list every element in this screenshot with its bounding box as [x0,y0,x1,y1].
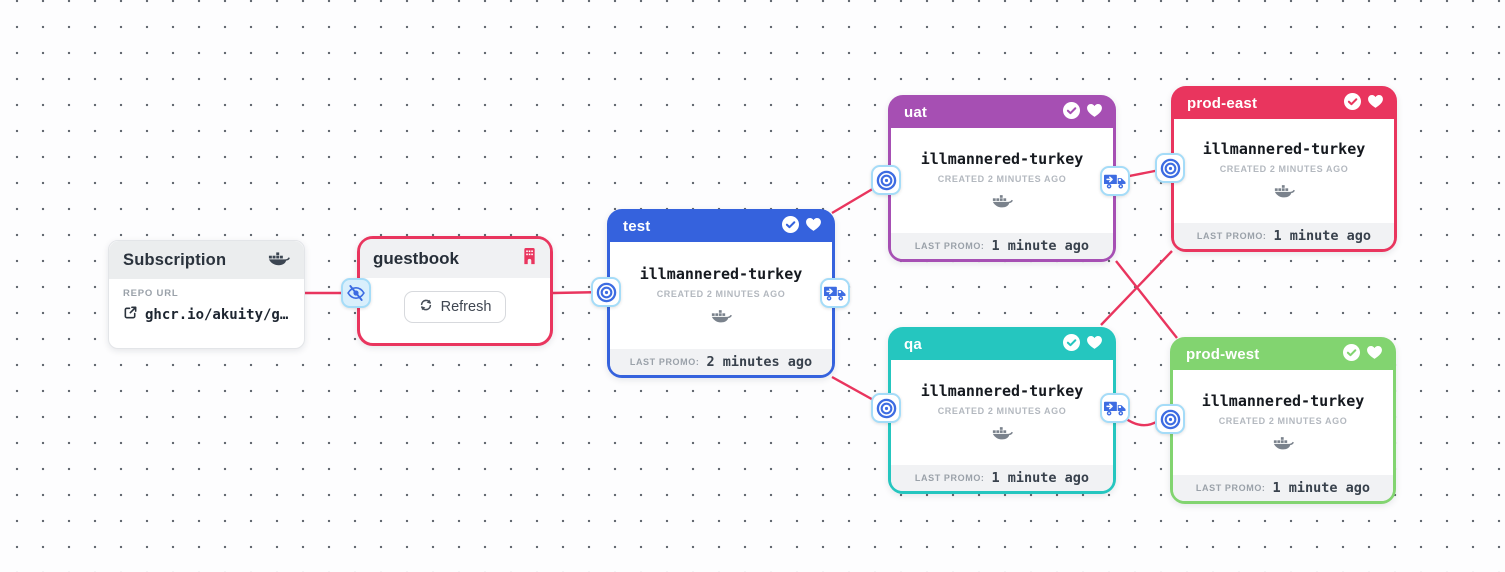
freight-summary: illmannered-turkey CREATED 2 MINUTES AGO [1174,118,1394,223]
subscription-hidden-eye-slash-icon[interactable] [341,278,371,308]
warehouse-building-icon [522,247,537,270]
docker-icon [992,193,1013,213]
stage-node-qa[interactable]: qa illmannered-turkey CREATED 2 MINUTES … [888,327,1116,494]
freight-summary: illmannered-turkey CREATED 2 MINUTES AGO [610,241,832,349]
stage-title: test [623,218,651,235]
refresh-button-label: Refresh [440,299,492,315]
last-promo-label: LAST PROMO: [629,357,700,367]
freight-target-icon[interactable] [1155,153,1185,183]
freight-name: illmannered-turkey [1202,140,1366,158]
warehouse-node-guestbook[interactable]: guestbook Refresh [357,236,553,346]
docker-icon [711,308,732,328]
last-promo-label: LAST PROMO: [1196,231,1267,241]
freight-summary: illmannered-turkey CREATED 2 MINUTES AGO [891,127,1113,233]
freight-target-icon[interactable] [1155,404,1185,434]
favorite-heart-icon[interactable] [805,216,822,237]
subscription-body: REPO URL ghcr.io/akuity/g… [109,279,304,325]
verified-check-icon [1344,92,1361,115]
docker-icon [1274,183,1295,203]
external-link-icon [123,305,138,325]
repo-url-value: ghcr.io/akuity/g… [145,307,289,323]
freight-name: illmannered-turkey [920,149,1084,168]
stage-header: prod-west [1172,339,1394,370]
last-promo-label: LAST PROMO: [914,473,985,483]
last-promo-label: LAST PROMO: [914,241,985,251]
freight-created-text: CREATED 2 MINUTES AGO [1219,164,1349,174]
favorite-heart-icon[interactable] [1367,93,1384,114]
last-promo-bar: LAST PROMO: 1 minute ago [1173,475,1393,501]
subscription-node[interactable]: Subscription REPO URL ghcr.io/akuity/g… [108,240,305,349]
stage-node-prod-east[interactable]: prod-east illmannered-turkey CREATED 2 M… [1171,86,1397,252]
promote-truck-icon[interactable] [820,278,850,308]
freight-summary: illmannered-turkey CREATED 2 MINUTES AGO [891,359,1113,465]
freight-created-text: CREATED 2 MINUTES AGO [656,288,786,299]
stage-title: uat [904,104,928,121]
stage-title: prod-east [1187,95,1258,112]
freight-target-icon[interactable] [591,277,621,307]
last-promo-bar: LAST PROMO: 1 minute ago [1174,223,1394,249]
edge-prodeast-qa [1100,250,1173,326]
freight-created-text: CREATED 2 MINUTES AGO [1218,415,1348,426]
warehouse-body: Refresh [360,278,550,336]
refresh-button[interactable]: Refresh [403,291,507,323]
repo-url-label: REPO URL [123,288,179,299]
last-promo-value: 1 minute ago [1273,228,1372,244]
freight-name: illmannered-turkey [1201,391,1365,410]
promote-truck-icon[interactable] [1100,166,1130,196]
last-promo-value: 2 minutes ago [706,354,813,370]
freight-created-text: CREATED 2 MINUTES AGO [937,173,1067,184]
freight-target-icon[interactable] [871,393,901,423]
freight-created-text: CREATED 2 MINUTES AGO [937,405,1067,416]
last-promo-value: 1 minute ago [991,238,1090,254]
verified-check-icon [782,215,799,238]
stage-title: qa [904,336,922,353]
stage-header: test [609,211,833,242]
last-promo-bar: LAST PROMO: 2 minutes ago [610,349,832,375]
stage-header: prod-east [1173,88,1395,119]
docker-icon [1273,435,1294,455]
last-promo-value: 1 minute ago [1272,480,1371,496]
verified-check-icon [1063,101,1080,124]
verified-check-icon [1063,333,1080,356]
promote-truck-icon[interactable] [1100,393,1130,423]
last-promo-value: 1 minute ago [991,470,1090,486]
warehouse-title: guestbook [373,248,459,268]
freight-name: illmannered-turkey [639,264,803,283]
edge-uat-prodwest [1115,260,1178,339]
repo-url-link[interactable]: ghcr.io/akuity/g… [123,305,290,325]
stage-title: prod-west [1186,346,1260,363]
verified-check-icon [1343,343,1360,366]
last-promo-bar: LAST PROMO: 1 minute ago [891,233,1113,259]
freight-name: illmannered-turkey [920,381,1084,400]
freight-summary: illmannered-turkey CREATED 2 MINUTES AGO [1173,369,1393,475]
refresh-icon [419,298,433,316]
stage-header: uat [890,97,1114,128]
stage-node-test[interactable]: test illmannered-turkey CREATED 2 MINUTE… [607,209,835,378]
freight-target-icon[interactable] [871,165,901,195]
favorite-heart-icon[interactable] [1086,334,1103,355]
last-promo-label: LAST PROMO: [1195,483,1266,493]
docker-icon [268,250,290,271]
docker-icon [992,425,1013,445]
favorite-heart-icon[interactable] [1086,102,1103,123]
stage-node-prod-west[interactable]: prod-west illmannered-turkey CREATED 2 M… [1170,337,1396,504]
stage-header: qa [890,329,1114,360]
subscription-title: Subscription [123,250,227,269]
subscription-header: Subscription [109,241,304,279]
last-promo-bar: LAST PROMO: 1 minute ago [891,465,1113,491]
stage-node-uat[interactable]: uat illmannered-turkey CREATED 2 MINUTES… [888,95,1116,262]
favorite-heart-icon[interactable] [1366,344,1383,365]
warehouse-header: guestbook [360,239,550,278]
